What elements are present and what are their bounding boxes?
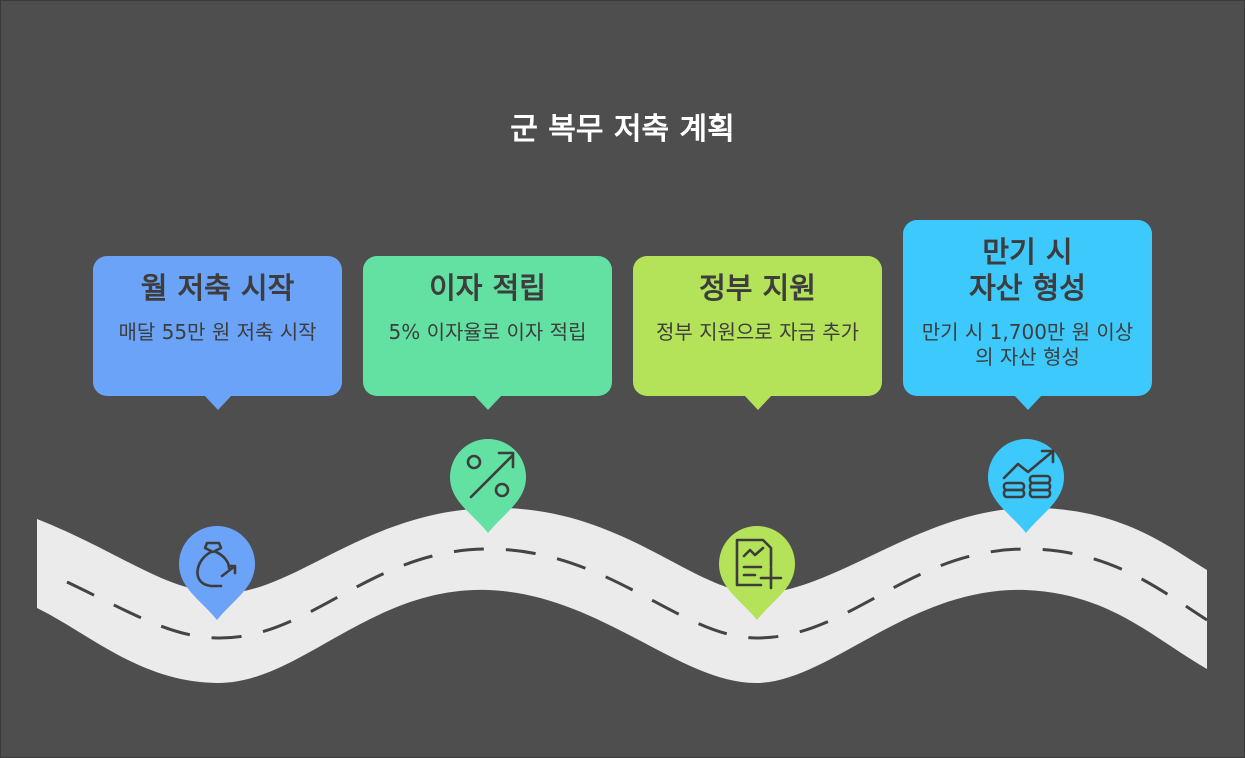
growth-coins-icon — [1002, 449, 1055, 499]
step-2-desc: 5% 이자율로 이자 적립 — [388, 320, 587, 344]
money-bag-icon — [196, 541, 237, 588]
step-card-1: 월 저축 시작 매달 55만 원 저축 시작 — [93, 256, 342, 410]
step-3-title: 정부 지원 — [699, 271, 816, 305]
step-card-3: 정부 지원 정부 지원으로 자금 추가 — [633, 256, 882, 410]
marker-step-1 — [179, 526, 255, 620]
step-1-title: 월 저축 시작 — [140, 271, 295, 305]
marker-step-3 — [719, 526, 795, 620]
diagram-title: 군 복무 저축 계획 — [510, 112, 735, 147]
marker-step-4 — [988, 439, 1064, 533]
marker-step-2 — [450, 439, 526, 533]
road-center-line — [66, 547, 1208, 640]
winding-road — [37, 507, 1207, 684]
step-2-title: 이자 적립 — [429, 271, 546, 305]
percent-up-icon — [466, 451, 515, 499]
step-card-4: 만기 시 자산 형성 만기 시 1,700만 원 이상의 자산 형성 — [903, 220, 1152, 410]
step-1-desc: 매달 55만 원 저축 시작 — [118, 320, 317, 344]
step-4-desc: 만기 시 1,700만 원 이상의 자산 형성 — [921, 320, 1134, 369]
document-plus-icon — [735, 538, 783, 590]
step-3-desc: 정부 지원으로 자금 추가 — [655, 320, 860, 344]
step-4-title: 만기 시 자산 형성 — [969, 235, 1086, 305]
step-card-2: 이자 적립 5% 이자율로 이자 적립 — [363, 256, 612, 410]
